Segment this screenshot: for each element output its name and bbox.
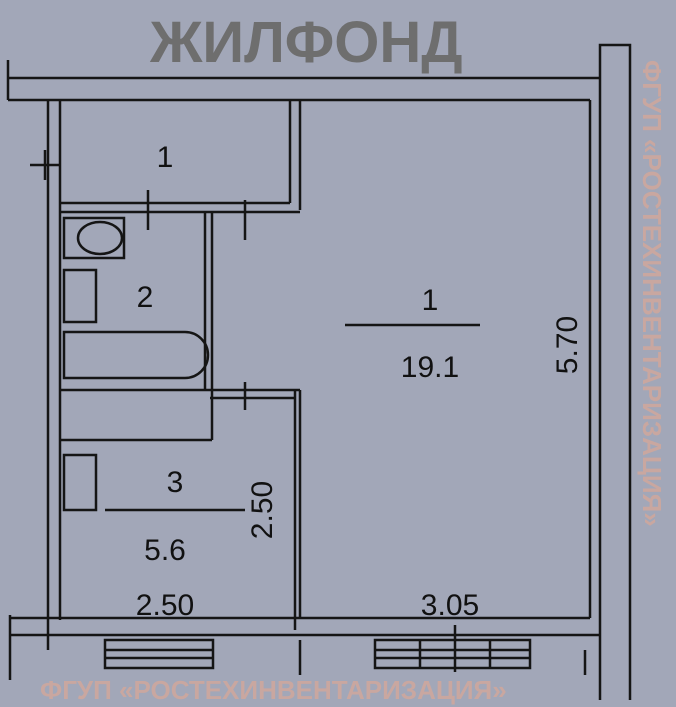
window-right-icon [373,638,532,670]
window-left-icon [103,638,215,670]
toilet-bowl-icon [76,220,124,256]
dimension-label: 2.50 [136,589,194,622]
labels: 1 2 1 19.1 3 5.6 2.50 5.70 2.50 3.05 [136,141,584,622]
fixtures [62,216,532,672]
watermark-agency: ФГУП «РОСТЕХИНВЕНТАРИЗАЦИЯ» [637,60,667,527]
dimension-label: 2.50 [246,481,279,539]
room-number: 2 [137,281,154,314]
room-number: 1 [422,284,439,317]
bathtub-icon [62,330,210,380]
room-number: 1 [157,141,174,174]
sink-icon [62,268,98,324]
room-area: 19.1 [401,351,459,384]
watermark-agency: ФГУП «РОСТЕХИНВЕНТАРИЗАЦИЯ» [40,675,507,705]
room-number: 3 [167,466,184,499]
watermark: ЖИЛФОНД ФГУП «РОСТЕХИНВЕНТАРИЗАЦИЯ» ФГУП… [40,10,667,705]
watermark-brand: ЖИЛФОНД [149,10,463,75]
kitchen-sink-icon [62,453,98,512]
toilet-icon [62,216,126,260]
room-area: 5.6 [144,534,186,567]
dimension-label: 3.05 [421,589,479,622]
dimension-label: 5.70 [551,316,584,374]
walls [6,43,632,700]
